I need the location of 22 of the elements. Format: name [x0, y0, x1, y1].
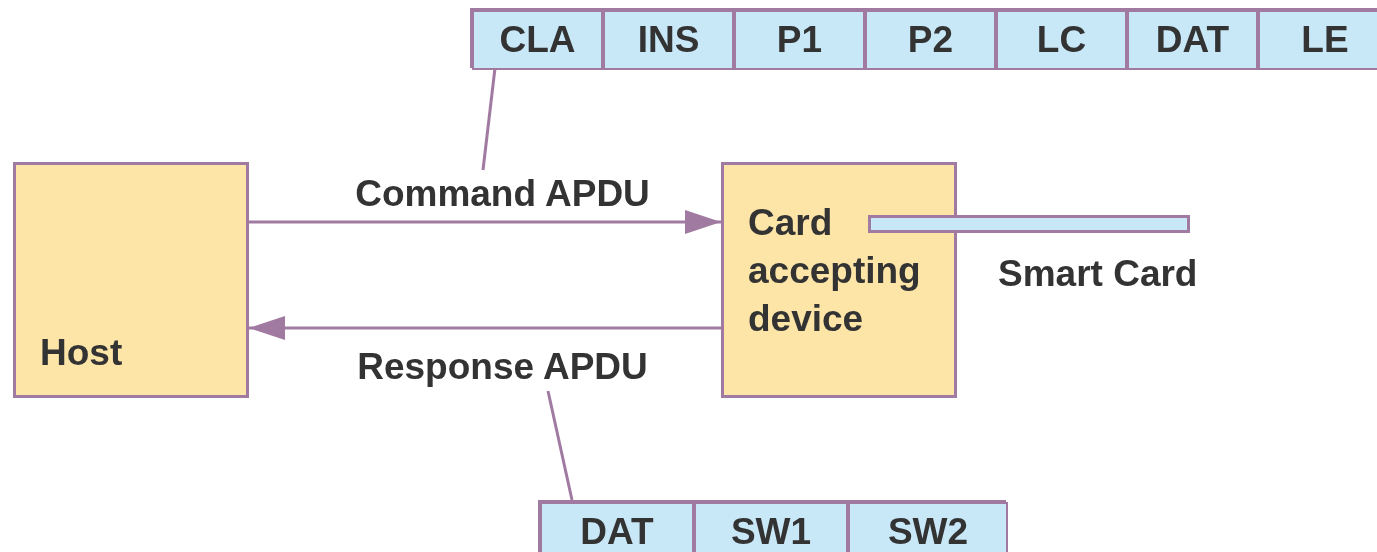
caption-label: Smart Card — [998, 252, 1198, 296]
field-cell: LC — [996, 10, 1127, 70]
arrow — [249, 316, 721, 340]
field-cell: DAT — [540, 502, 694, 552]
field-cell: P1 — [734, 10, 865, 70]
field-cell: P2 — [865, 10, 996, 70]
smart-card-bar — [868, 215, 1190, 233]
field-strip — [470, 8, 1377, 68]
leader-line — [481, 67, 497, 171]
device-box: Card accepting device — [721, 162, 957, 398]
field-strip — [538, 500, 1006, 552]
field-cell: DAT — [1127, 10, 1258, 70]
field-cell: SW1 — [694, 502, 848, 552]
field-cell: INS — [603, 10, 734, 70]
host-box: Host — [13, 162, 249, 398]
arrow — [249, 210, 721, 234]
leader-line — [546, 390, 574, 501]
field-cell: CLA — [472, 10, 603, 70]
arrow-label: Command APDU — [320, 170, 685, 218]
field-cell: LE — [1258, 10, 1377, 70]
field-cell: SW2 — [848, 502, 1008, 552]
arrow-label: Response APDU — [320, 343, 685, 391]
